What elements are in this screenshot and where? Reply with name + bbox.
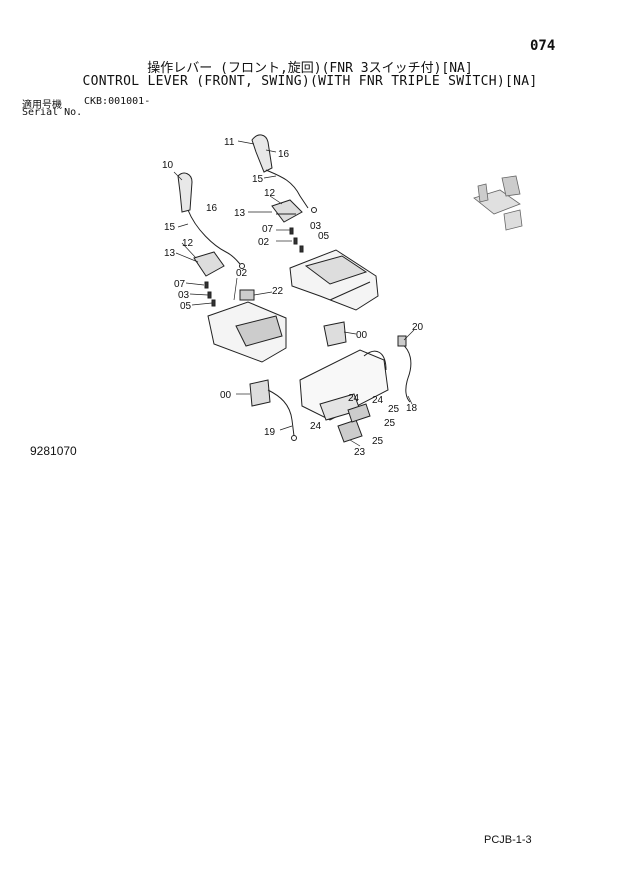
rubber-boot-right (271, 199, 303, 223)
lever-grip-left (177, 172, 193, 213)
callout-03: 03 (178, 290, 190, 301)
callout-13: 13 (234, 208, 246, 219)
callout-02: 02 (236, 268, 248, 279)
callout-20: 20 (412, 322, 424, 333)
callout-25: 25 (388, 404, 400, 415)
callout-12: 12 (264, 188, 276, 199)
title-english: CONTROL LEVER (FRONT, SWING)(WITH FNR TR… (82, 74, 538, 89)
serial-label-japanese: 適用号機 (22, 100, 62, 111)
callout-11: 11 (224, 137, 235, 148)
page-number: 074 (530, 38, 556, 54)
callout-18: 18 (406, 403, 418, 414)
callout-13: 13 (164, 248, 176, 259)
callout-10: 10 (162, 160, 174, 171)
callout-15: 15 (164, 222, 176, 233)
title-japanese: 操作レバー (フロント,旋回)(FNR 3スイッチ付)[NA] (147, 61, 473, 76)
callout-16: 16 (278, 149, 290, 160)
callout-00: 00 (356, 330, 368, 341)
callout-25: 25 (384, 418, 396, 429)
callout-02: 02 (258, 237, 270, 248)
callout-19: 19 (264, 427, 276, 438)
callout-16: 16 (206, 203, 218, 214)
figure-number: 9281070 (30, 444, 77, 458)
callout-24: 24 (372, 395, 384, 406)
pilot-valve-left (249, 379, 271, 407)
pilot-valve-right (323, 321, 347, 347)
callout-24: 24 (310, 421, 322, 432)
callout-05: 05 (180, 301, 192, 312)
callout-05: 05 (318, 231, 330, 242)
callout-07: 07 (174, 279, 186, 290)
serial-value: CKB:001001- (84, 96, 151, 107)
callout-12: 12 (182, 238, 194, 249)
switch-block (239, 289, 255, 301)
mounting-frame (299, 349, 389, 421)
footer-code: PCJB-1-3 (484, 834, 532, 846)
callout-25: 25 (372, 436, 384, 447)
callout-23: 23 (354, 447, 366, 458)
callout-15: 15 (252, 174, 264, 185)
lever-grip-right (251, 134, 273, 173)
rubber-boot-left (193, 251, 225, 277)
callout-00: 00 (220, 390, 232, 401)
callout-22: 22 (272, 286, 284, 297)
serial-label-english: Serial No. (22, 107, 83, 118)
callout-03: 03 (310, 221, 322, 232)
callout-24: 24 (348, 393, 360, 404)
callout-07: 07 (262, 224, 274, 235)
